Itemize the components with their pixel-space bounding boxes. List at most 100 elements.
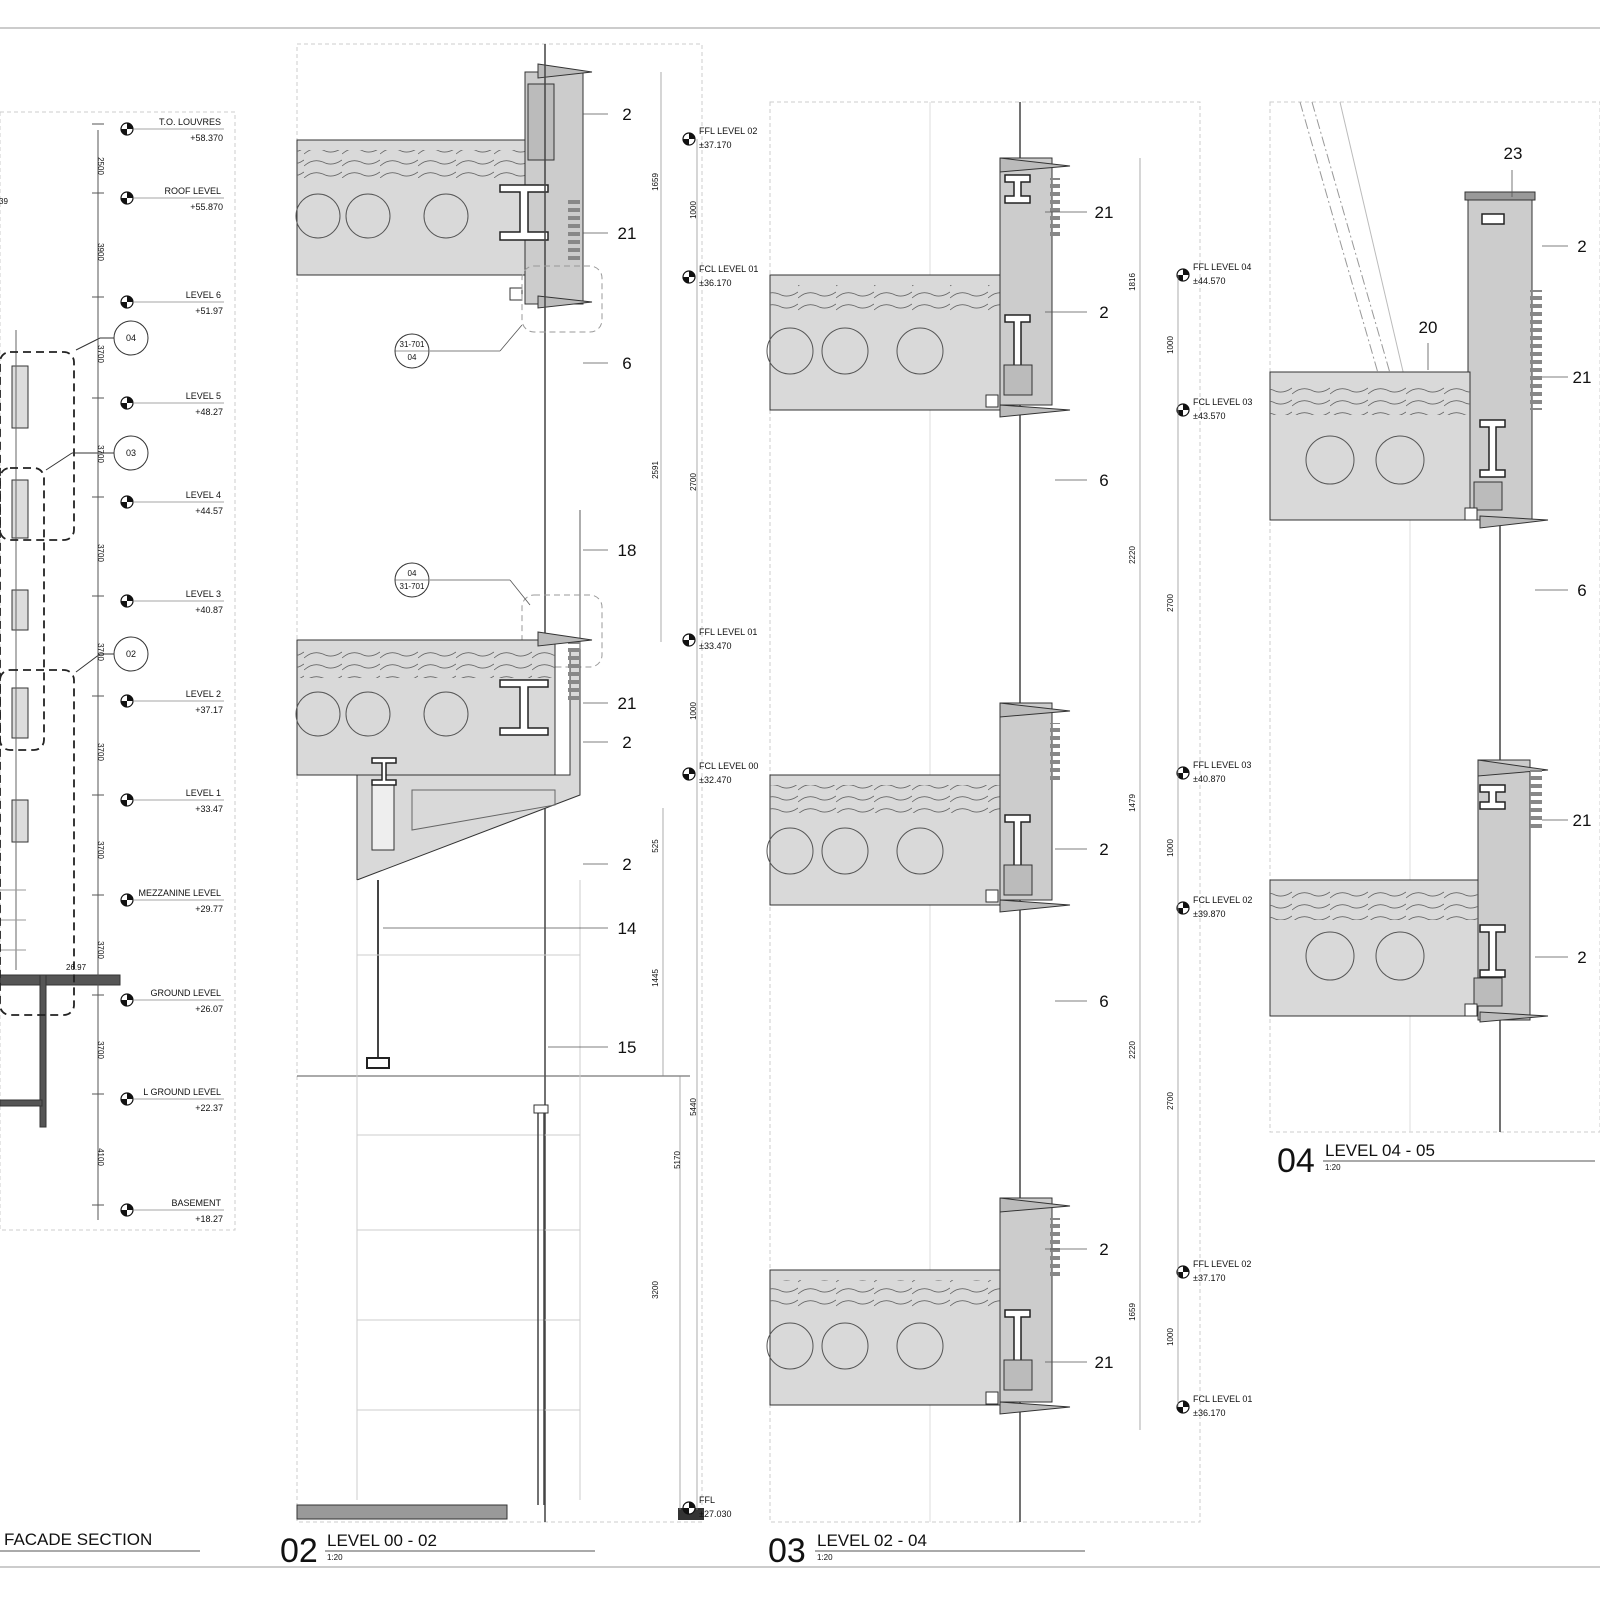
s03-number: 03 [768,1532,806,1570]
component-tag: 2 [1099,303,1108,322]
dimension-label: 2591 [651,461,660,479]
level-marker-icon [120,1092,134,1106]
level-marker-icon [682,767,696,781]
component-tag: 6 [1577,581,1586,600]
svg-text:31-701: 31-701 [400,340,425,349]
component-tag: 21 [1573,368,1592,387]
level-value: ±37.170 [699,140,731,150]
level-value: ±39.870 [1193,909,1225,919]
s04-scale: 1:20 [1325,1163,1341,1172]
dimension-label: 3700 [96,643,105,661]
s03-slab-unit [766,157,1071,418]
level-marker-icon [1176,1265,1190,1279]
level-value: ±40.870 [1193,774,1225,784]
level-value: ±44.570 [1193,276,1225,286]
level-value: +44.57 [195,506,223,516]
level-value: +37.17 [195,705,223,715]
s02-slab-upper [295,63,593,309]
level-value: +48.27 [195,407,223,417]
s02-leaders [383,113,608,1048]
overall-facade-section: 39 26.97 04 [0,111,236,1552]
level-name: FFL LEVEL 04 [1193,262,1251,272]
dimension-label: 3200 [651,1281,660,1299]
s03-leaders [1045,211,1087,1363]
level-name: L GROUND LEVEL [143,1087,221,1097]
level-value: +29.77 [195,904,223,914]
level-name: LEVEL 4 [186,490,221,500]
level-name: FCL LEVEL 01 [699,264,758,274]
dimension-label: 2700 [1166,1092,1175,1110]
level-name: FFL LEVEL 01 [699,627,757,637]
component-tag: 2 [1577,237,1586,256]
level-marker-icon [120,495,134,509]
level-name: MEZZANINE LEVEL [138,888,221,898]
component-tag: 2 [622,105,631,124]
level-marker-icon [120,396,134,410]
component-tag: 23 [1504,144,1523,163]
level-marker-icon [120,993,134,1007]
component-tag: 15 [618,1038,637,1057]
level-marker-icon [682,633,696,647]
s04-slab-lower [1269,759,1549,1023]
s02-ref-2: 04 31-701 [394,562,430,598]
dimension-label: 1000 [1166,1328,1175,1346]
component-tag: 18 [618,541,637,560]
level-value: +55.870 [190,202,223,212]
component-tag: 6 [1099,992,1108,1011]
svg-text:04: 04 [408,569,417,578]
level-marker-icon [1176,901,1190,915]
callout-02: 02 [75,636,149,673]
dimension-label: 1000 [689,201,698,219]
level-name: LEVEL 6 [186,290,221,300]
level-marker-icon [120,191,134,205]
level-name: BASEMENT [171,1198,221,1208]
level-name: LEVEL 2 [186,689,221,699]
component-tag: 21 [1573,811,1592,830]
s03-slab-units [766,157,1071,1415]
level-name: FCL LEVEL 03 [1193,397,1252,407]
dimension-label: 1000 [1166,839,1175,857]
dimension-label: 3700 [96,941,105,959]
overall-title: FACADE SECTION [4,1530,152,1549]
s02-title: LEVEL 00 - 02 [327,1531,437,1550]
s04-title: LEVEL 04 - 05 [1325,1141,1435,1160]
s03-slab-unit [766,702,1071,913]
dimension-label: 5440 [689,1098,698,1116]
level-value: +26.07 [195,1004,223,1014]
s04-number: 04 [1277,1142,1315,1180]
level-marker-icon [120,295,134,309]
level-name: FFL LEVEL 02 [699,126,757,136]
dimension-label: 525 [651,839,660,853]
level-name: LEVEL 5 [186,391,221,401]
dimension-label: 3700 [96,743,105,761]
dimension-label: 5170 [673,1151,682,1169]
dimension-label: 1816 [1128,273,1137,291]
level-marker-icon [120,793,134,807]
level-marker-icon [682,270,696,284]
level-marker-icon [120,893,134,907]
level-value: +58.370 [190,133,223,143]
level-value: +51.97 [195,306,223,316]
dimension-label: 3700 [96,345,105,363]
dimension-label: 2220 [1128,546,1137,564]
level-value: ±32.470 [699,775,731,785]
stray-label-39: 39 [0,197,8,206]
level-marker-icon [682,1501,696,1515]
svg-text:03: 03 [126,448,136,458]
level-value: ±36.170 [1193,1408,1225,1418]
s02-lower-guides [356,880,581,1500]
level-marker-icon [1176,766,1190,780]
level-marker-icon [682,132,696,146]
dimension-label: 2220 [1128,1041,1137,1059]
component-tag: 6 [622,354,631,373]
dimension-label: 1445 [651,969,660,987]
